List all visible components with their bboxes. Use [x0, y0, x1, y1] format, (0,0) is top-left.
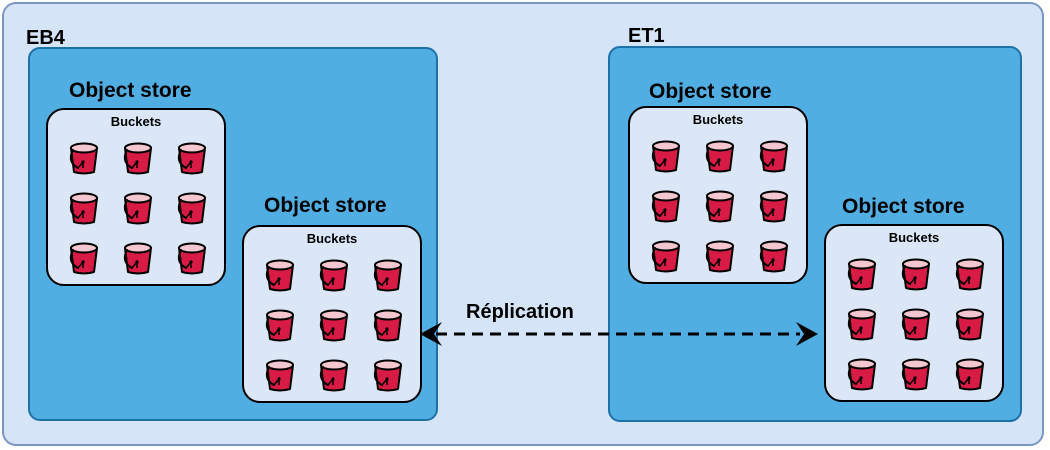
bucket-grid [844, 254, 988, 396]
bucket-icon [262, 255, 298, 293]
diagram-canvas: EB4 Object store Buckets Object store Bu… [2, 2, 1044, 446]
arrowhead-left [420, 322, 442, 346]
bucket-icon [120, 238, 156, 276]
object-store: Buckets [242, 225, 422, 403]
store-title: Object store [649, 80, 772, 103]
bucket-icon [262, 355, 298, 393]
bucket-icon [844, 254, 880, 292]
arrowhead-right [796, 322, 818, 346]
bucket-icon [898, 304, 934, 342]
bucket-grid [262, 255, 406, 397]
bucket-icon [66, 238, 102, 276]
site-label-et1: ET1 [628, 25, 665, 47]
site-label-eb4: EB4 [26, 27, 65, 49]
bucket-icon [120, 188, 156, 226]
bucket-icon [370, 255, 406, 293]
bucket-icon [648, 186, 684, 224]
bucket-grid [66, 138, 210, 280]
bucket-icon [316, 305, 352, 343]
bucket-icon [702, 236, 738, 274]
site-eb4: Object store Buckets Object store Bucket… [28, 47, 438, 421]
store-title: Object store [842, 195, 965, 218]
bucket-icon [952, 304, 988, 342]
bucket-icon [316, 255, 352, 293]
bucket-icon [952, 254, 988, 292]
bucket-icon [370, 305, 406, 343]
object-store: Buckets [46, 108, 226, 286]
bucket-icon [648, 136, 684, 174]
bucket-icon [756, 186, 792, 224]
bucket-icon [66, 188, 102, 226]
bucket-icon [262, 305, 298, 343]
buckets-label: Buckets [888, 230, 940, 245]
replication-label: Réplication [466, 301, 574, 323]
object-store: Buckets [824, 224, 1004, 402]
bucket-icon [952, 354, 988, 392]
store-title: Object store [264, 194, 387, 217]
bucket-icon [120, 138, 156, 176]
bucket-icon [756, 136, 792, 174]
bucket-icon [844, 304, 880, 342]
buckets-label: Buckets [110, 114, 162, 129]
bucket-icon [174, 238, 210, 276]
bucket-icon [702, 136, 738, 174]
bucket-icon [844, 354, 880, 392]
bucket-icon [648, 236, 684, 274]
bucket-icon [756, 236, 792, 274]
bucket-icon [898, 254, 934, 292]
buckets-label: Buckets [306, 231, 358, 246]
bucket-icon [898, 354, 934, 392]
buckets-label: Buckets [692, 112, 744, 127]
bucket-icon [370, 355, 406, 393]
bucket-icon [174, 138, 210, 176]
object-store: Buckets [628, 106, 808, 284]
bucket-icon [66, 138, 102, 176]
bucket-icon [174, 188, 210, 226]
bucket-icon [316, 355, 352, 393]
bucket-icon [702, 186, 738, 224]
store-title: Object store [69, 79, 192, 102]
bucket-grid [648, 136, 792, 278]
site-et1: Object store Buckets Object store Bucket… [608, 46, 1022, 422]
